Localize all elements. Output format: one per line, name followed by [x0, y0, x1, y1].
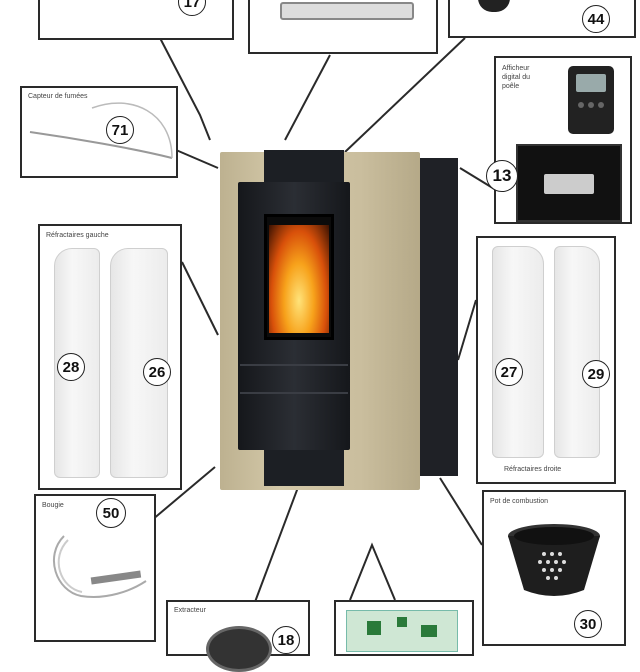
callout-number-13: 13 [486, 160, 518, 192]
callout-number-44: 44 [582, 5, 610, 33]
refractory-panel-right-a [492, 246, 544, 458]
callout-number-30: 30 [574, 610, 602, 638]
leader-line-44 [344, 37, 466, 153]
remote-display-image [568, 66, 614, 134]
leader-line-top [284, 54, 331, 141]
part-box-50: Bougie [34, 494, 156, 642]
pellet-stove [218, 150, 458, 490]
leader-lines [151, 37, 497, 603]
control-panel-image [516, 144, 622, 222]
callout-number-71: 71 [106, 116, 134, 144]
callout-caption-18: Extracteur [174, 607, 206, 614]
grate-part-image [280, 2, 414, 20]
part-box-13: Afficheur digital du poêle [494, 56, 632, 224]
callout-caption-28: Réfractaires gauche [46, 232, 109, 239]
smoke-sensor-probe [29, 102, 173, 159]
callout-number-18: 18 [272, 626, 300, 654]
leader-line-30 [439, 477, 483, 546]
callout-number-26: 26 [143, 358, 171, 386]
callout-caption-71: Capteur de fumées [28, 93, 88, 100]
leader-line-50 [151, 466, 216, 521]
extractor-fan-image [206, 626, 272, 672]
part-box-30: Pot de combustion [482, 490, 626, 646]
callout-caption-27: Réfractaires droite [504, 466, 562, 473]
burn-pot-image [508, 524, 600, 596]
door-bottom-panel [240, 392, 348, 394]
callout-number-50: 50 [96, 498, 126, 528]
part-box-71: Capteur de fumées [20, 86, 178, 178]
leader-line-18 [254, 481, 301, 603]
stove-base [264, 450, 344, 486]
refractory-panel-right-b [554, 246, 600, 458]
callout-number-29: 29 [582, 360, 610, 388]
flame [269, 225, 329, 333]
leader-line-17 [159, 37, 211, 141]
callout-number-28: 28 [57, 353, 85, 381]
leader-line-71 [175, 149, 219, 169]
part-box-27-29: Réfractaires droite [476, 236, 616, 484]
door-lower-panel [240, 364, 348, 366]
leader-line-right-refractory [457, 299, 477, 361]
leader-line-bottom [349, 542, 396, 601]
part-box-top-center [248, 0, 438, 54]
callout-number-27: 27 [495, 358, 523, 386]
circuit-board-image [346, 610, 458, 652]
stove-side-panel [418, 158, 458, 476]
stove-top [264, 150, 344, 184]
callout-caption-30: Pot de combustion [490, 498, 548, 505]
part-box-bottom-center [334, 600, 474, 656]
ignition-part-image [478, 0, 510, 12]
callout-caption-50: Bougie [42, 502, 64, 509]
igniter-plug-image [53, 535, 147, 598]
leader-line-left-refractory [181, 261, 219, 336]
fire-window [264, 214, 334, 340]
callout-caption-13: Afficheur digital du poêle [502, 65, 531, 90]
